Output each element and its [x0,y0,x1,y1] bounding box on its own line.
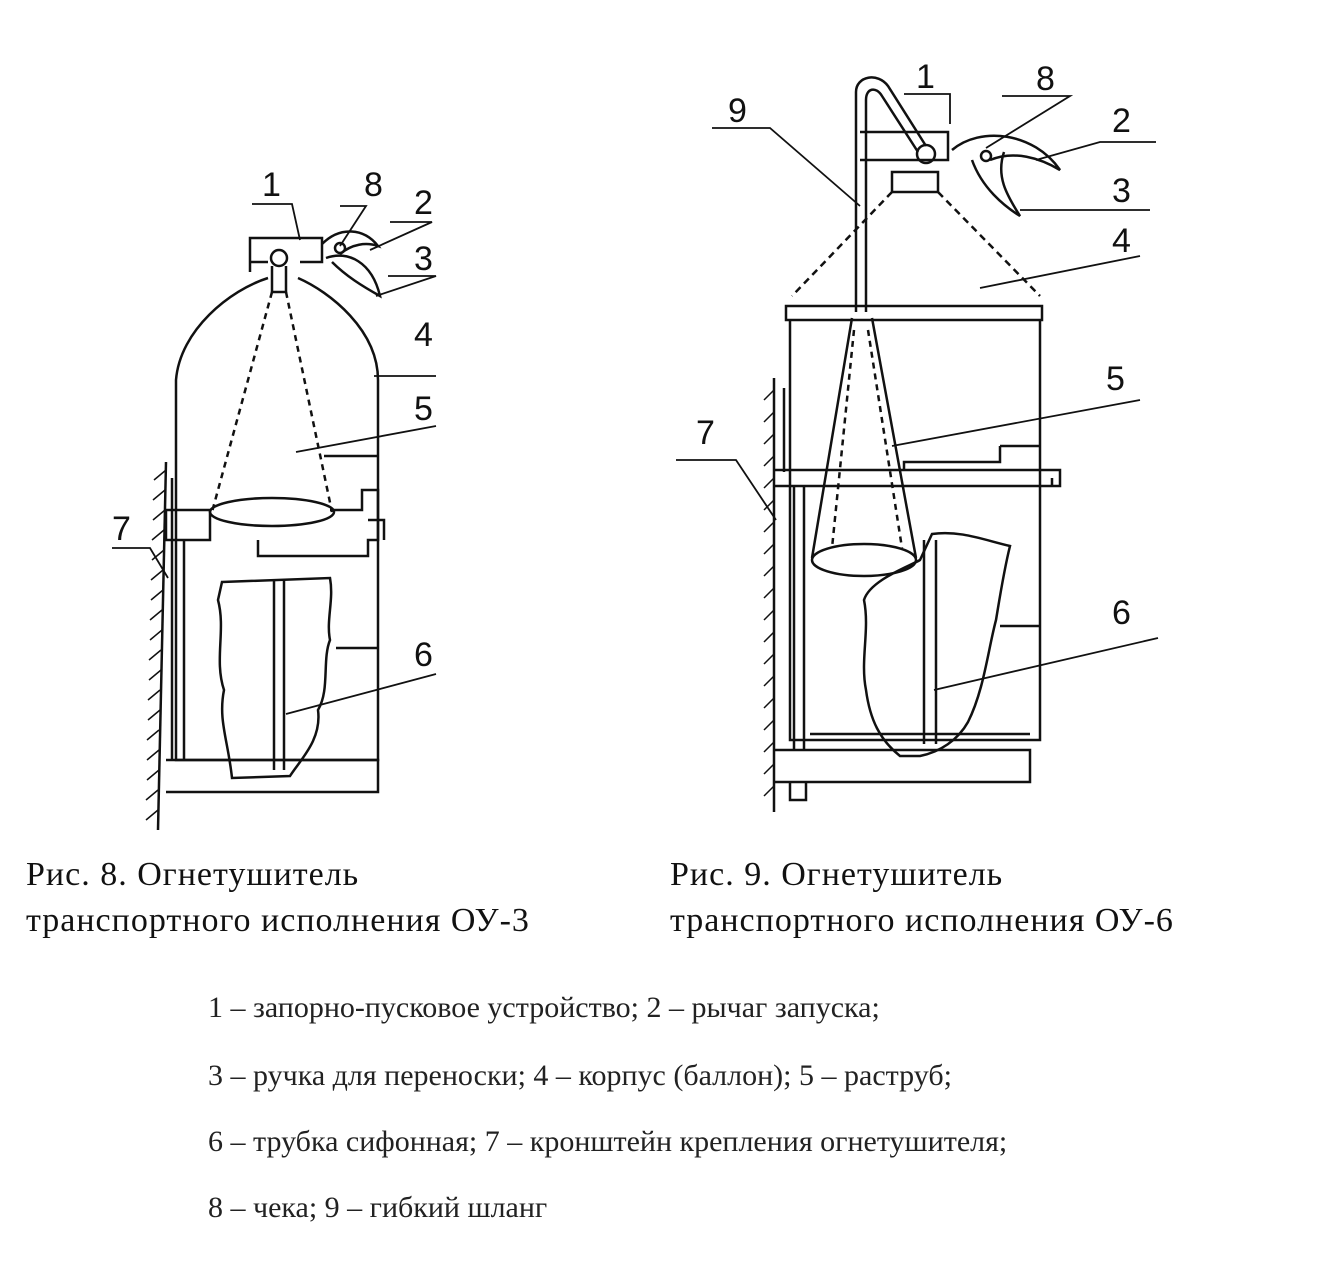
fig9-drawing [676,76,1159,812]
legend-line-1: 1 – запорно-пусковое устройство; 2 – рыч… [208,991,880,1024]
fig9-callout-5: 5 [1106,360,1125,398]
fig9-callout-3: 3 [1112,172,1131,210]
fig8-lever [321,230,382,255]
fig9-siphon-tube [922,540,938,744]
fig8-callout-3: 3 [414,240,433,278]
fig8-valve [248,236,324,272]
fig9-callout-8: 8 [1036,60,1055,98]
fig8-callout-4: 4 [414,316,433,354]
fig9-bracket [774,446,1062,488]
fig8-callout-1: 1 [262,166,281,204]
extinguisher-diagrams: 1 8 2 3 4 5 7 6 9 1 8 2 3 4 5 7 6 [112,58,1159,831]
fig8-cutaway [216,576,333,780]
fig8-callout-6: 6 [414,636,433,674]
fig9-horn [810,317,918,559]
fig9-valve [860,130,950,194]
fig8-caption-line2: транспортного исполнения ОУ-3 [26,902,530,939]
fig9-base [774,748,1032,802]
fig8-caption: Рис. 8. Огнетушитель транспортного испол… [26,852,530,944]
fig9-leaders [676,93,1159,691]
fig9-lever [951,134,1062,172]
fig8-callout-5: 5 [414,390,433,428]
fig9-callout-4: 4 [1112,222,1131,260]
fig8-wall [156,461,168,831]
fig8-horn-mouth [208,496,336,528]
fig9-cylinder [791,191,1041,297]
fig9-callout-7: 7 [696,414,715,452]
fig9-callout-6: 6 [1112,594,1131,632]
fig8-callouts: 1 8 2 3 4 5 7 6 [112,166,433,674]
fig8-bracket [164,488,380,558]
fig8-base [166,758,380,794]
fig9-hose [854,76,928,312]
fig8-callout-2: 2 [414,184,433,222]
fig9-caption-line2: транспортного исполнения ОУ-6 [670,902,1174,939]
fig9-horn-inner [830,329,904,549]
fig8-callout-8: 8 [364,166,383,204]
fig8-callout-7: 7 [112,510,131,548]
fig9-callouts: 9 1 8 2 3 4 5 7 6 [696,58,1131,632]
fig9-horn-mouth [810,542,918,578]
fig8-caption-line1: Рис. 8. Огнетушитель [26,856,360,893]
legend-line-2: 3 – ручка для переноски; 4 – корпус (бал… [208,1059,952,1092]
fig8-cylinder [174,276,380,762]
fig9-wall-hatching [763,389,775,797]
fig8-siphon-tube [272,580,286,770]
fig8-handle [325,254,382,299]
fig9-cutaway [862,531,1012,758]
fig8-drawing [112,203,437,831]
fig8-horn [210,291,334,513]
fig8-leaders [112,203,437,715]
fig8-wall-hatching [145,469,167,821]
legend-line-3: 6 – трубка сифонная; 7 – кронштейн крепл… [208,1125,1008,1158]
legend-line-4: 8 – чека; 9 – гибкий шланг [208,1191,548,1224]
fig9-callout-2: 2 [1112,102,1131,140]
fig9-callout-9: 9 [728,92,747,130]
fig9-caption-line1: Рис. 9. Огнетушитель [670,856,1004,893]
fig9-handle [970,151,1022,218]
fig8-nozzle-knob [269,248,289,268]
fig9-callout-1: 1 [916,58,935,96]
fig9-caption: Рис. 9. Огнетушитель транспортного испол… [670,852,1174,944]
